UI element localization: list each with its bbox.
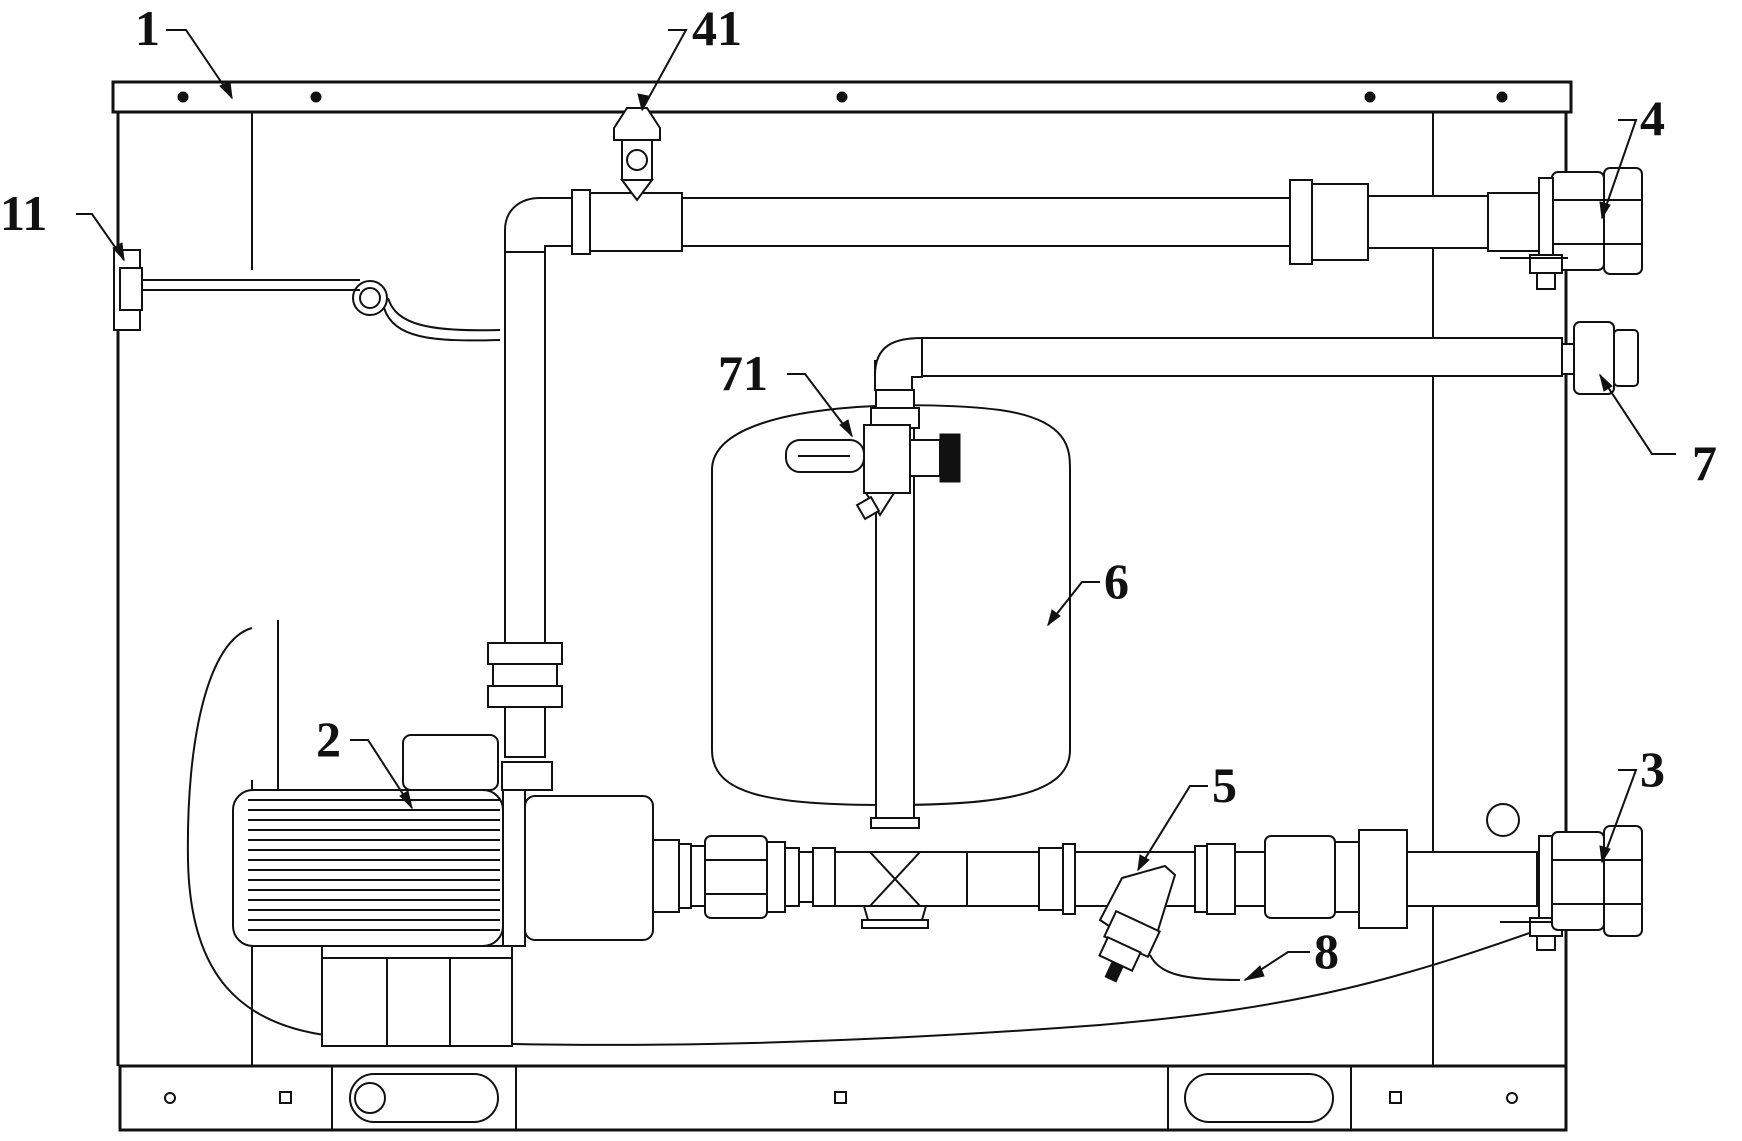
label-drain: 8 (1314, 923, 1339, 979)
label-tank: 6 (1104, 553, 1129, 609)
label-outlet-pipe: 4 (1640, 90, 1665, 146)
bypass-pipe (875, 322, 1638, 394)
drain-line (1150, 955, 1240, 980)
label-relief-valve: 71 (718, 345, 768, 401)
gauge (114, 250, 500, 340)
label-inlet-pipe: 3 (1640, 741, 1665, 797)
label-frame: 1 (135, 0, 160, 56)
label-strainer: 5 (1212, 757, 1237, 813)
label-gauge: 11 (0, 185, 47, 241)
label-bypass-pipe: 7 (1692, 435, 1717, 491)
pump (233, 735, 653, 1046)
label-vent-valve: 41 (692, 0, 742, 56)
label-pump: 2 (316, 711, 341, 767)
vent-valve (614, 108, 660, 200)
